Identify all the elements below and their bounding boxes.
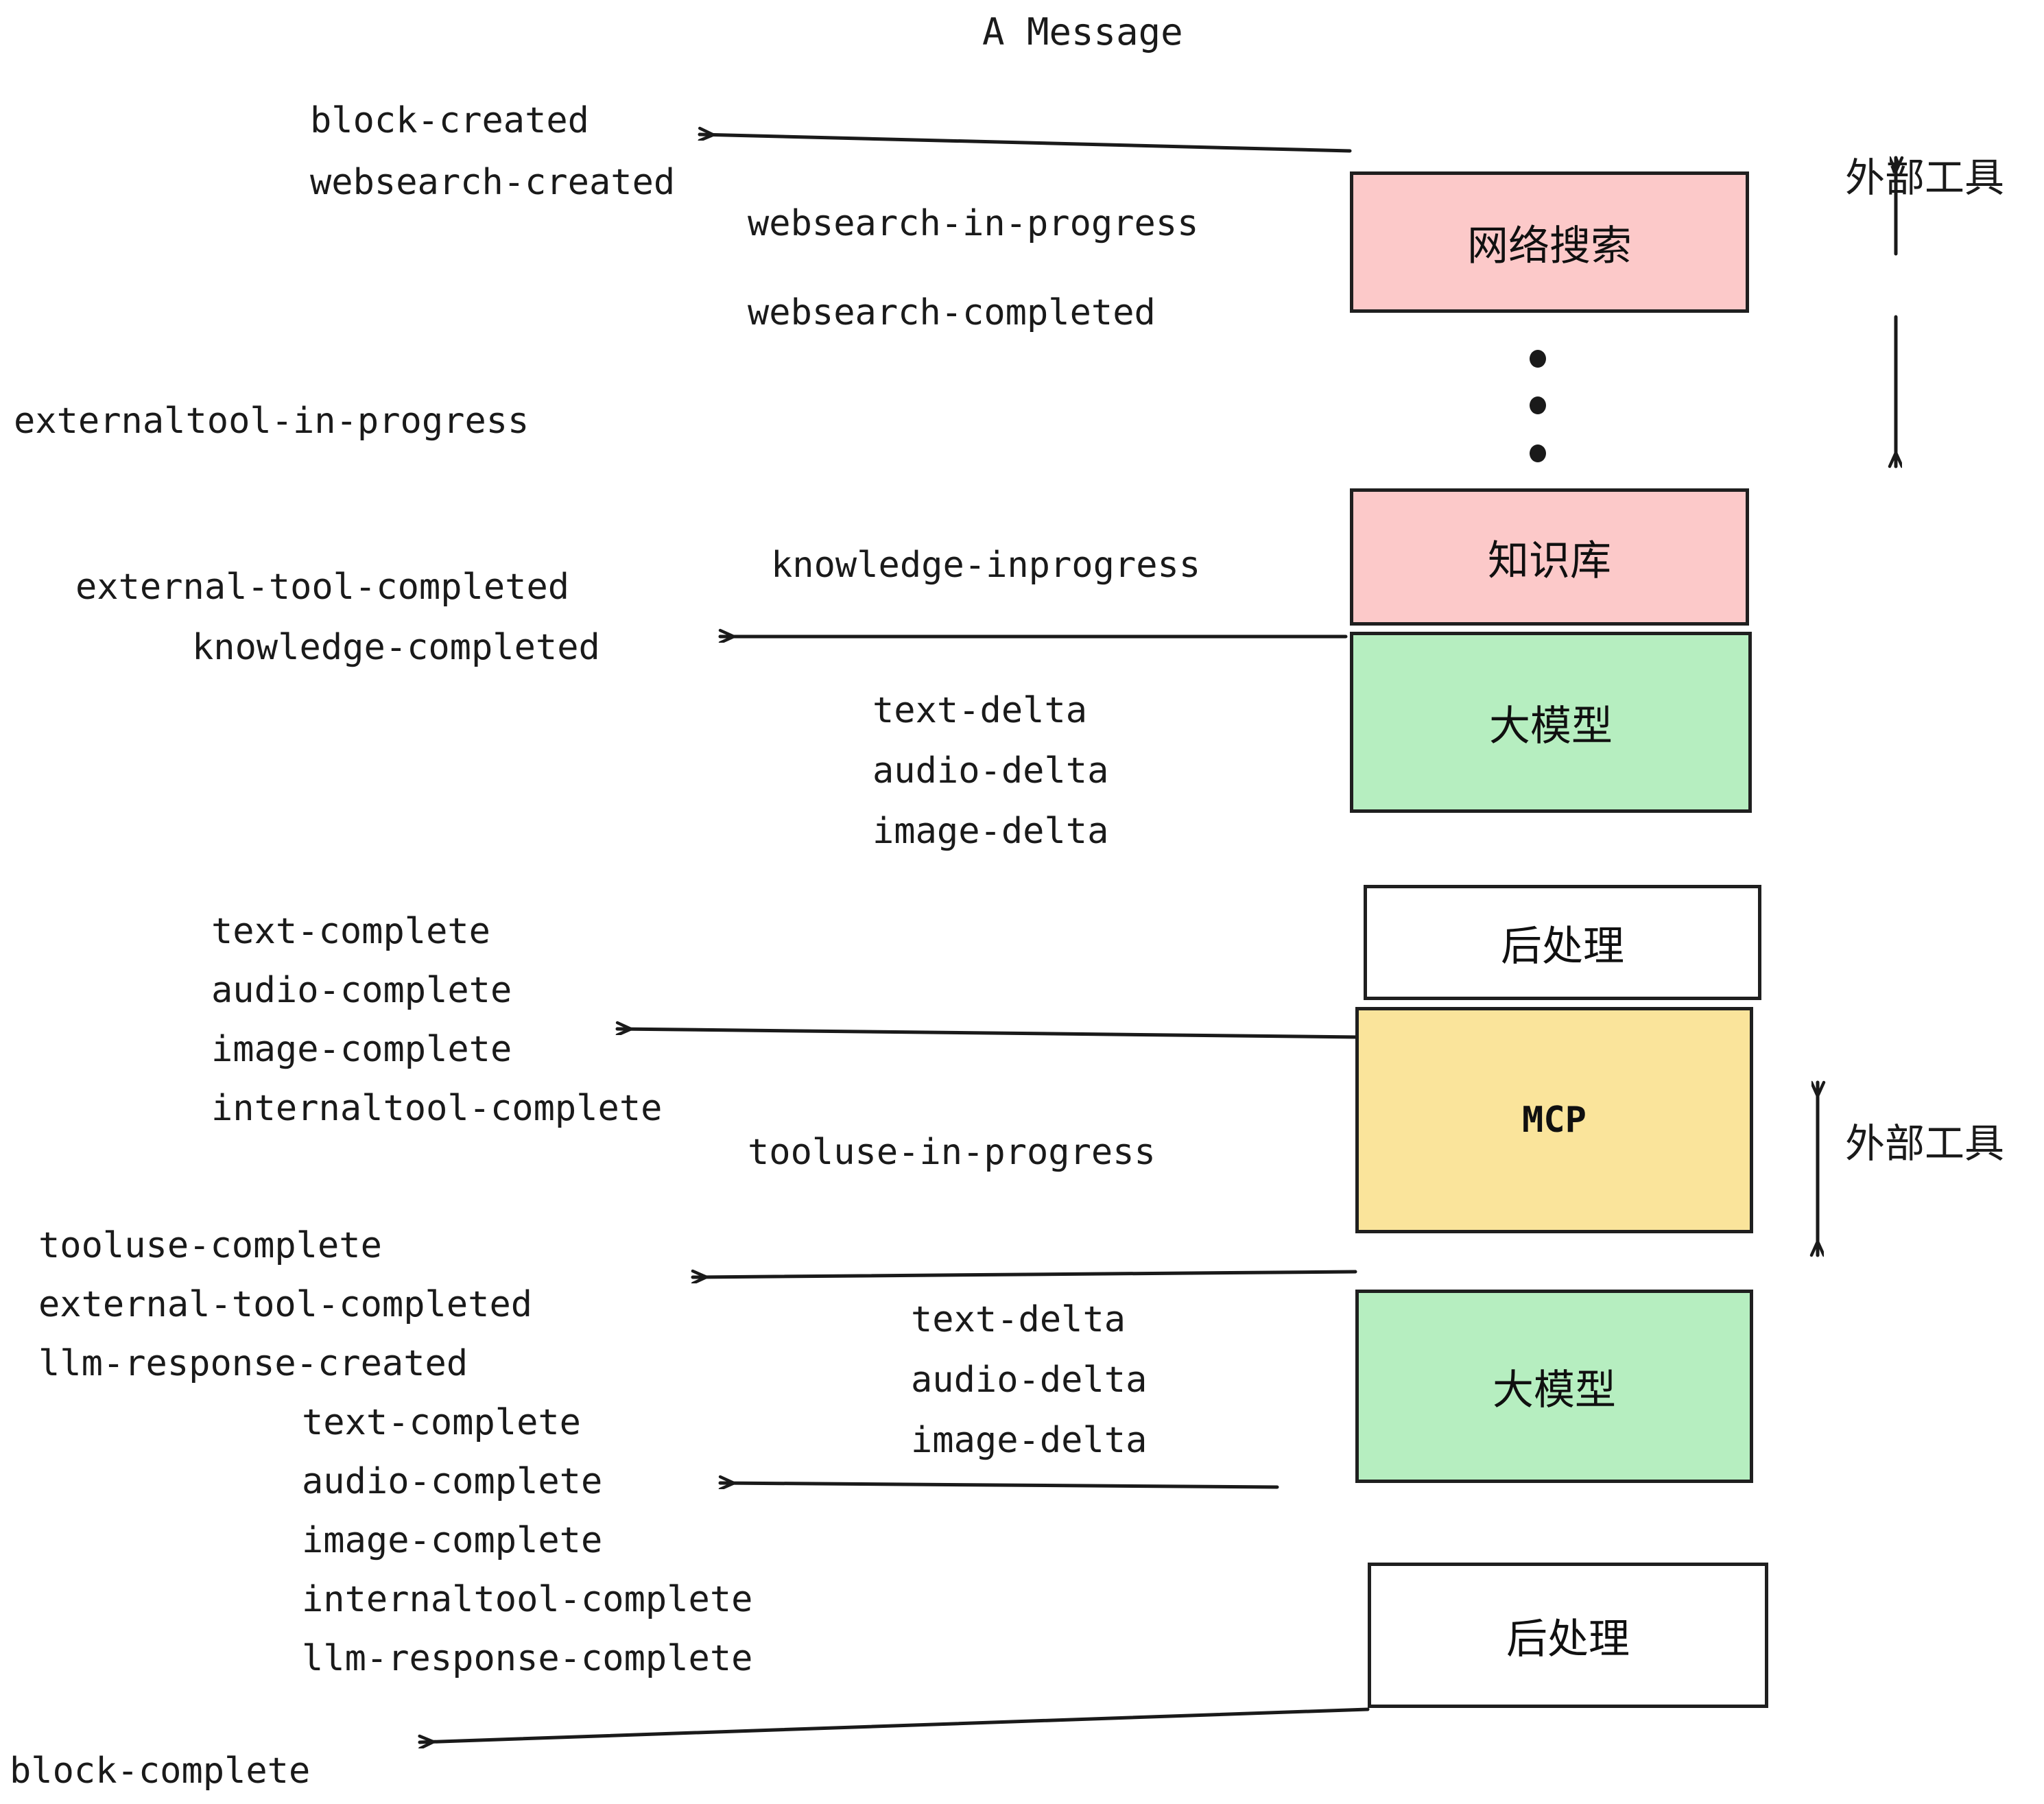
event-label: text-delta: [872, 690, 1088, 731]
event-label: image-complete: [302, 1520, 603, 1561]
event-label: image-delta: [911, 1420, 1148, 1461]
event-label: image-complete: [211, 1029, 512, 1070]
arrow-audio-complete: [718, 1483, 1279, 1487]
event-label: audio-complete: [302, 1461, 603, 1502]
ellipsis-dot-icon: [1530, 350, 1546, 368]
event-label: tooluse-in-progress: [748, 1132, 1156, 1173]
node-label: MCP: [1522, 1100, 1587, 1141]
node-label: 知识库: [1488, 536, 1611, 585]
event-label: llm-response-created: [38, 1343, 468, 1384]
ellipsis-dot-icon: [1530, 396, 1546, 414]
node-llm-1[interactable]: 大模型: [1350, 632, 1752, 813]
event-label: externaltool-in-progress: [14, 401, 530, 442]
event-label: knowledge-inprogress: [771, 545, 1201, 586]
arrow-block-complete: [420, 1707, 1370, 1742]
ellipsis-dot-icon: [1530, 444, 1546, 462]
event-label: internaltool-complete: [302, 1579, 753, 1620]
node-post-2[interactable]: 后处理: [1368, 1563, 1768, 1708]
event-label: audio-delta: [911, 1360, 1148, 1401]
event-label: tooluse-complete: [38, 1225, 382, 1266]
node-label: 网络搜索: [1467, 222, 1632, 270]
event-label: websearch-created: [310, 162, 676, 203]
event-label: audio-delta: [872, 750, 1109, 792]
event-label: websearch-in-progress: [748, 203, 1199, 244]
node-label: 大模型: [1489, 702, 1613, 750]
node-label: 大模型: [1493, 1366, 1616, 1414]
event-label: block-created: [310, 100, 589, 141]
event-label: block-complete: [10, 1750, 311, 1792]
node-websearch[interactable]: 网络搜索: [1350, 171, 1749, 313]
event-label: internaltool-complete: [211, 1088, 663, 1129]
arrow-block-created: [698, 134, 1352, 153]
range-arrows: [1818, 156, 1896, 1257]
arrow-image-complete: [615, 1029, 1362, 1039]
side-label-ext-tool-top: 外部工具: [1845, 154, 2005, 201]
node-post-1[interactable]: 后处理: [1364, 885, 1761, 1000]
page-title: A Message: [982, 10, 1183, 54]
event-label: text-complete: [211, 911, 490, 952]
side-label-ext-tool-bottom: 外部工具: [1845, 1120, 2005, 1167]
node-llm-2[interactable]: 大模型: [1355, 1290, 1753, 1483]
node-knowledge[interactable]: 知识库: [1350, 488, 1749, 626]
node-label: 后处理: [1506, 1615, 1630, 1663]
event-label: llm-response-complete: [302, 1638, 753, 1679]
event-label: text-complete: [302, 1402, 581, 1443]
event-label: websearch-completed: [748, 292, 1156, 333]
event-label: image-delta: [872, 811, 1109, 852]
event-label: knowledge-completed: [192, 627, 600, 668]
event-label: external-tool-completed: [75, 567, 570, 608]
node-label: 后处理: [1501, 922, 1624, 971]
event-label: text-delta: [911, 1299, 1126, 1340]
node-mcp[interactable]: MCP: [1355, 1007, 1753, 1233]
event-label: audio-complete: [211, 970, 512, 1011]
arrow-tooluse-complete: [691, 1272, 1357, 1277]
event-label: external-tool-completed: [38, 1284, 533, 1325]
